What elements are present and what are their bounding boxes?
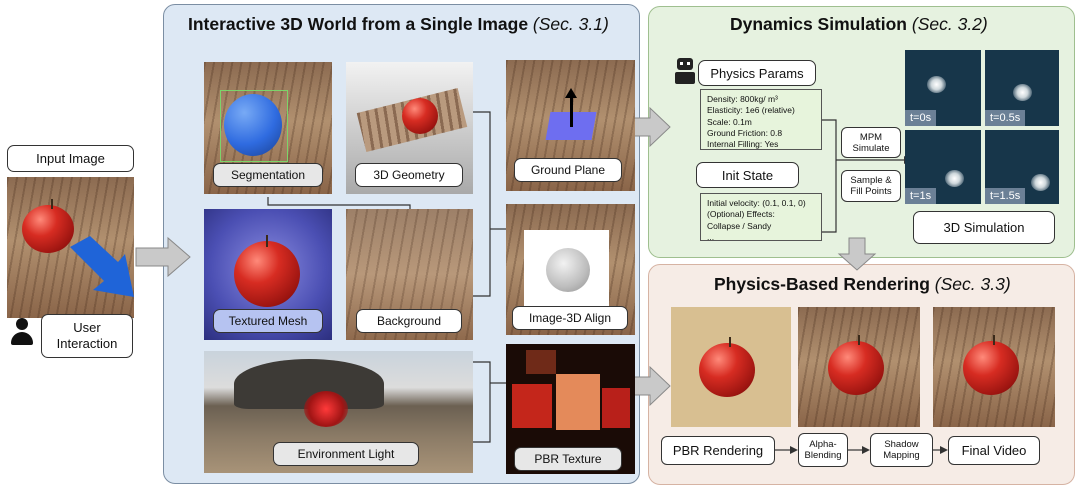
world-title-sec: (Sec. 3.1) (532, 14, 609, 34)
sim-frame-2: t=1s (905, 130, 981, 204)
sim-frame-time: t=0.5s (985, 110, 1026, 126)
render-apple (699, 343, 755, 397)
background-label: Background (356, 309, 462, 333)
user-interaction-label: User Interaction (41, 314, 133, 358)
alpha-blending-box: Alpha- Blending (798, 433, 848, 467)
final-apple (963, 341, 1019, 395)
render-title-text: Physics-Based Rendering (714, 274, 930, 294)
flow-arrowhead-3 (940, 446, 948, 454)
user-icon (11, 318, 33, 346)
init-note: Initial velocity: (0.1, 0.1, 0) (Optiona… (700, 193, 822, 242)
world-title-text: Interactive 3D World from a Single Image (188, 14, 529, 34)
init-line: Collapse / Sandy (707, 220, 772, 231)
flow-arrowhead-1 (790, 446, 798, 454)
particle-blob (945, 170, 964, 187)
pbr-patch-1 (512, 384, 552, 428)
dynamics-title-sec: (Sec. 3.2) (911, 14, 988, 34)
param-line: Ground Friction: 0.8 (707, 127, 783, 138)
line-seg-to-mesh-bg (267, 197, 411, 211)
sim-frame-time: t=1.5s (985, 188, 1026, 204)
physics-params-label: Physics Params (698, 60, 816, 86)
final-apple-stem (993, 335, 995, 345)
render-title-sec: (Sec. 3.3) (934, 274, 1011, 294)
particle-blob (927, 76, 946, 93)
alpha-blend-image (798, 307, 920, 427)
param-line: Density: 800kg/ m³ (707, 94, 778, 104)
init-line: ... (707, 231, 715, 242)
particle-blob (1031, 174, 1050, 191)
params-note: Density: 800kg/ m³ Elasticity: 1e6 (rela… (700, 89, 822, 150)
apple-stem (51, 199, 53, 209)
sim-frame-3: t=1.5s (985, 130, 1059, 204)
mesh-apple (234, 241, 300, 307)
env-apple-blur (304, 391, 348, 427)
normal-arrow-icon (565, 88, 577, 98)
blend-apple (828, 341, 884, 395)
init-line: Initial velocity: (0.1, 0.1, 0) (707, 198, 806, 208)
segmentation-box (220, 90, 288, 162)
segmented-apple (224, 94, 282, 156)
pbr-patch-4 (526, 350, 556, 374)
sample-fill-box: Sample & Fill Points (841, 170, 901, 202)
align-sphere (546, 248, 590, 292)
bracket-geometry-background (473, 111, 491, 297)
sim-frame-0: t=0s (905, 50, 981, 126)
dynamics-title-text: Dynamics Simulation (730, 14, 907, 34)
pbr-render-image (671, 307, 791, 427)
input-image-label: Input Image (7, 145, 134, 172)
pbr-rendering-box: PBR Rendering (661, 436, 775, 465)
dynamics-title: Dynamics Simulation (Sec. 3.2) (730, 14, 988, 35)
init-line: (Optional) Effects: (707, 209, 775, 220)
final-video-box: Final Video (948, 436, 1040, 465)
align-plot (524, 230, 609, 310)
flow-arrowhead-2 (862, 446, 870, 454)
bracket-env-light (473, 361, 491, 443)
bracket-params (822, 119, 837, 233)
arrow-dynamics-to-render (837, 237, 877, 271)
pbr-patch-3 (602, 388, 630, 428)
env-light-label: Environment Light (273, 442, 419, 466)
blend-apple-stem (858, 335, 860, 345)
sim-frame-time: t=0s (905, 110, 937, 126)
normal-shaft (570, 95, 573, 127)
param-line: Elasticity: 1e6 (relative) (707, 105, 795, 116)
geometry-apple (402, 98, 438, 134)
shadow-mapping-box: Shadow Mapping (870, 433, 933, 467)
pbr-texture-label: PBR Texture (514, 447, 622, 471)
drag-arrow-icon (70, 236, 134, 297)
param-line: Scale: 0.1m (707, 116, 752, 127)
world-title: Interactive 3D World from a Single Image… (188, 14, 609, 35)
3d-simulation-label: 3D Simulation (913, 211, 1055, 244)
param-line: Internal Filling: Yes (707, 139, 779, 150)
render-title: Physics-Based Rendering (Sec. 3.3) (714, 274, 1011, 295)
mpm-simulate-box: MPM Simulate (841, 127, 901, 158)
particle-blob (1013, 84, 1032, 101)
robot-icon (673, 58, 697, 86)
mesh-apple-stem (266, 235, 268, 247)
sim-frame-time: t=1s (905, 188, 937, 204)
ground-plane-label: Ground Plane (514, 158, 622, 182)
sim-frame-1: t=0.5s (985, 50, 1059, 126)
align-label: Image-3D Align (512, 306, 628, 330)
geometry-label: 3D Geometry (355, 163, 463, 187)
arrow-input-to-world (135, 236, 191, 278)
pbr-patch-2 (556, 374, 600, 430)
render-apple-stem (729, 337, 731, 347)
textured-mesh-label: Textured Mesh (213, 309, 323, 333)
final-video-image (933, 307, 1055, 427)
segmentation-label: Segmentation (213, 163, 323, 187)
init-state-label: Init State (696, 162, 799, 188)
apple-shape (22, 205, 74, 253)
